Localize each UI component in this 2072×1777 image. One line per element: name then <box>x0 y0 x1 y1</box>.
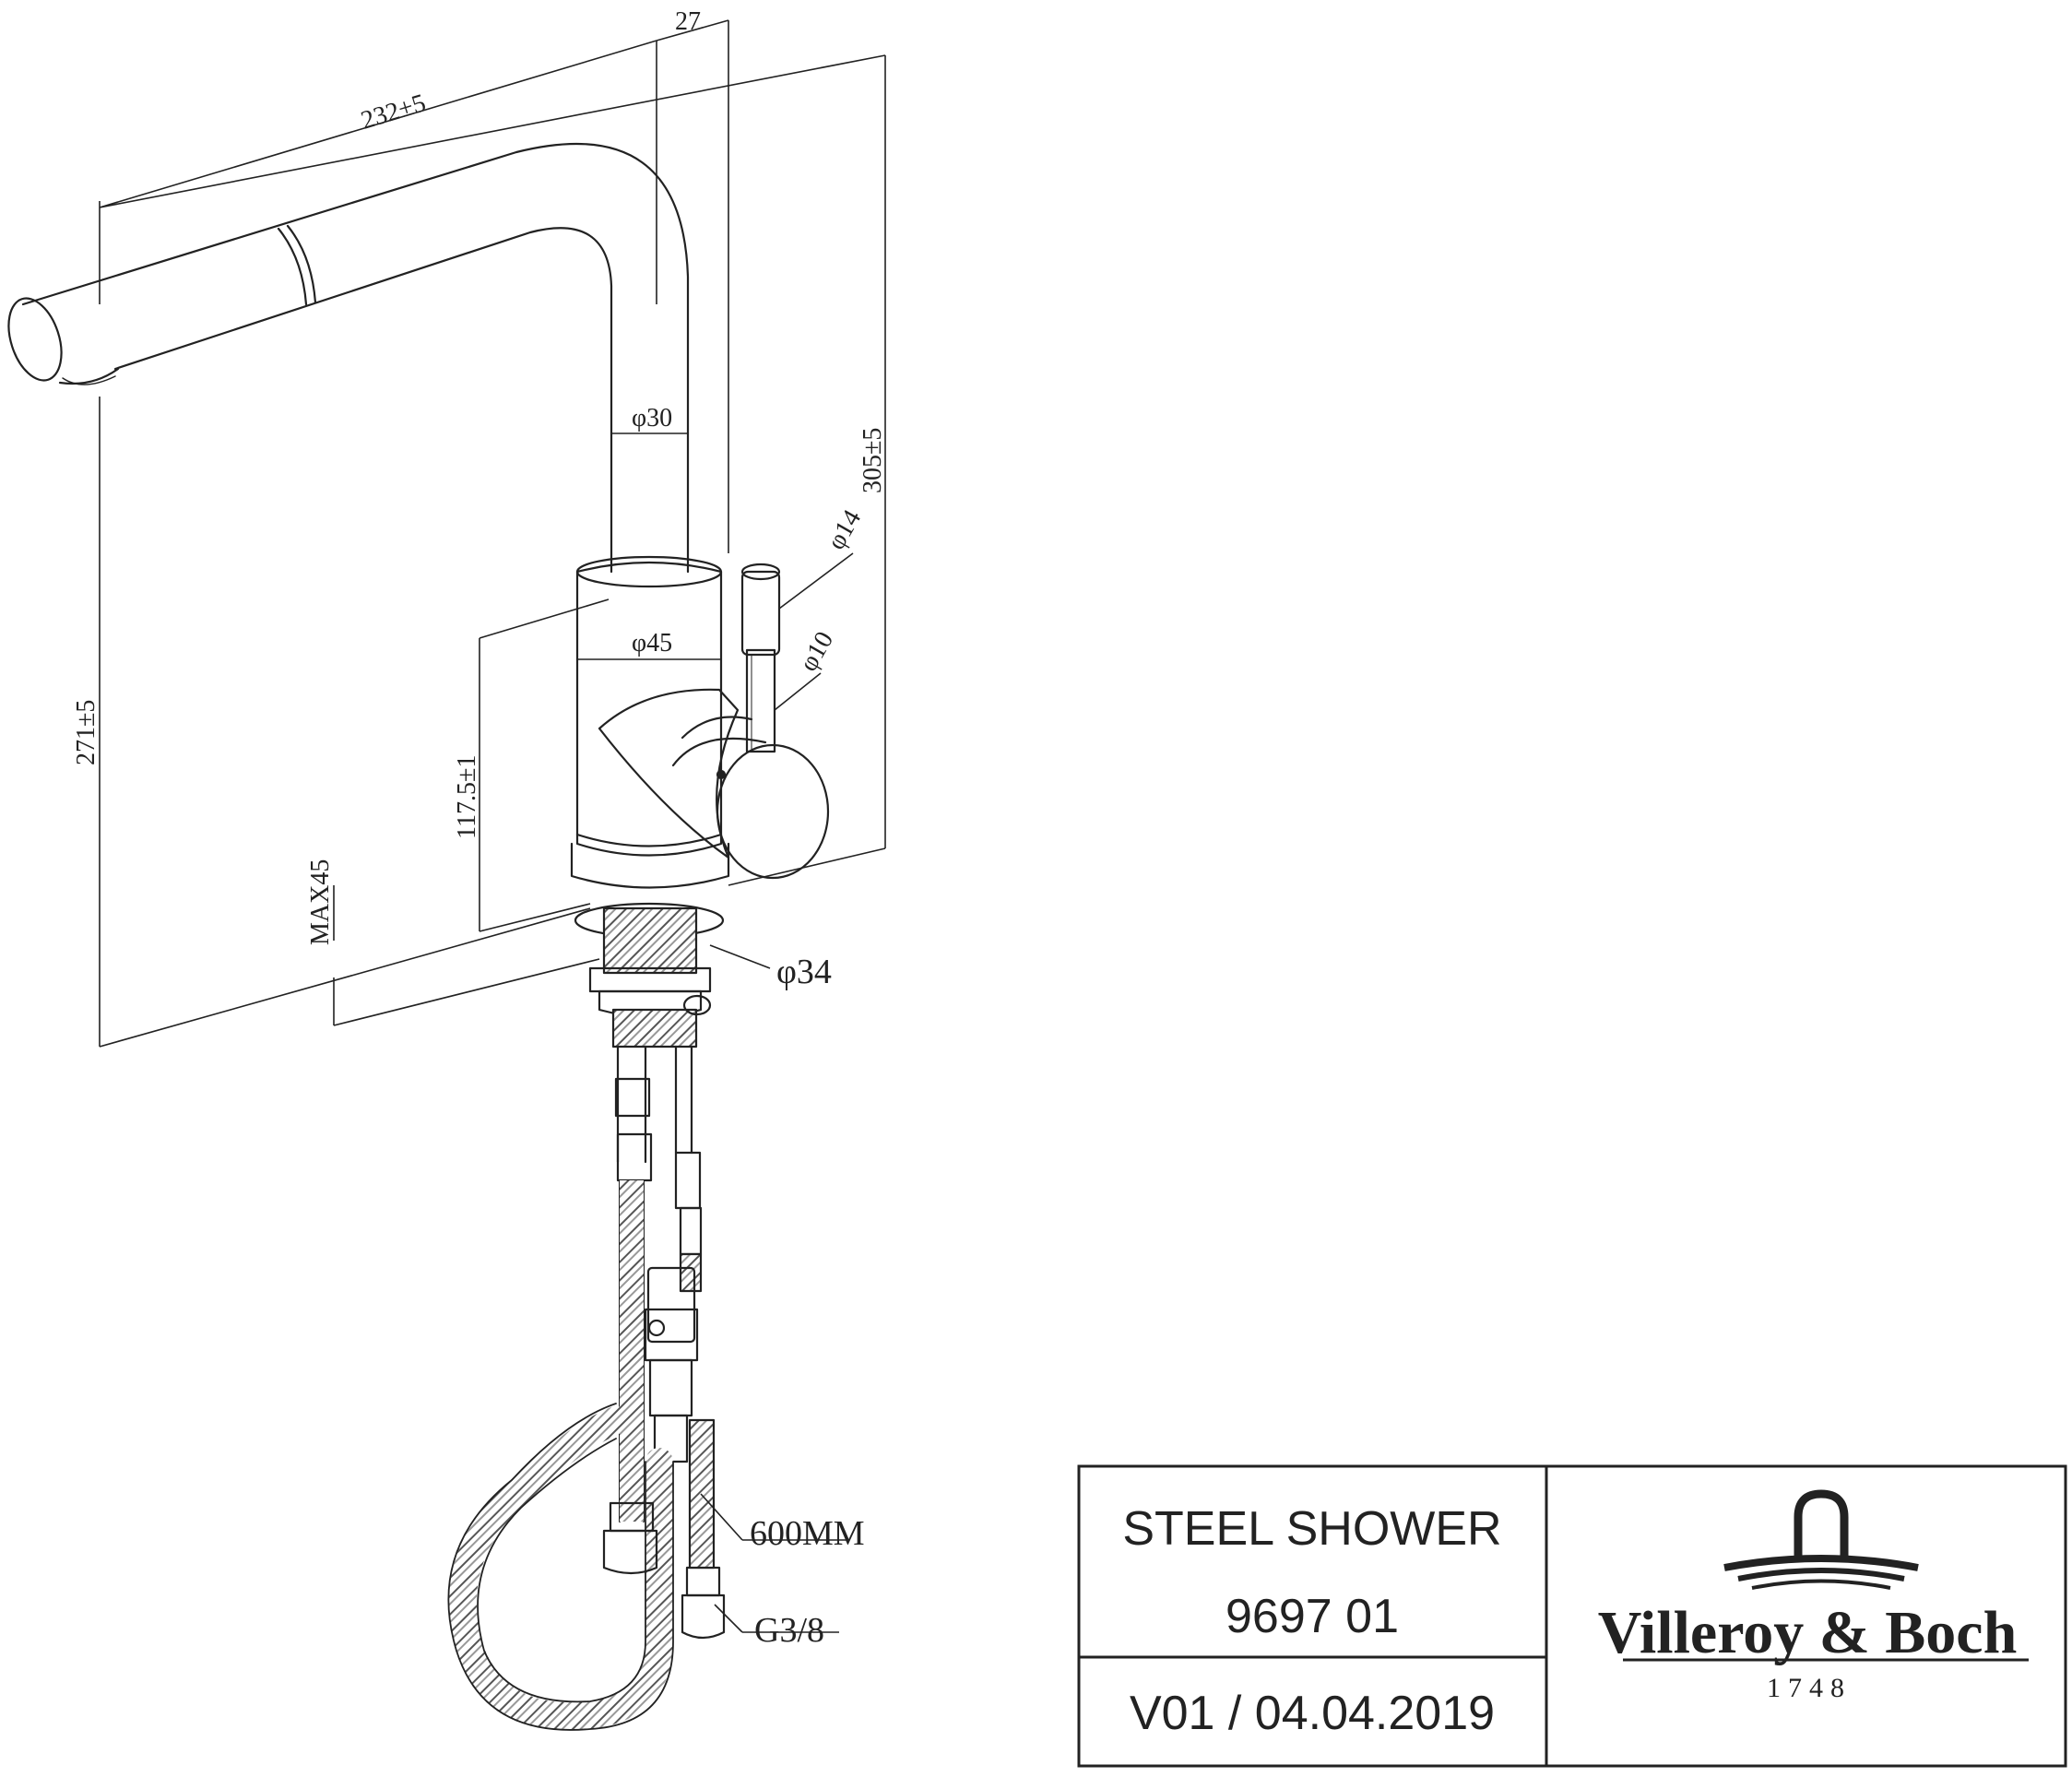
thread-shank <box>602 906 698 975</box>
lever-stem <box>745 648 776 753</box>
dim-max-thickness: MAX45 <box>306 859 335 945</box>
dimension-lines <box>99 19 886 1633</box>
brand-year: 1748 <box>1767 1673 1852 1703</box>
fitting-left-1 <box>614 1077 651 1118</box>
lever-top <box>740 570 781 657</box>
base-ring <box>570 842 730 889</box>
mounting-nut <box>588 966 712 993</box>
handle-knob <box>716 743 830 880</box>
product-name: STEEL SHOWER <box>1122 1502 1501 1556</box>
dim-connection-thread: G3/8 <box>754 1611 824 1650</box>
dim-lever-diameter: φ10 <box>794 627 839 677</box>
faucet-body <box>575 561 723 857</box>
lever-housing <box>598 688 740 859</box>
hose-nut-right <box>685 1566 721 1597</box>
brand-name: Villeroy & Boch <box>1598 1599 2018 1666</box>
spout-inner-line <box>113 227 613 574</box>
dim-spout-length: 232±5 <box>358 89 429 136</box>
shower-hose-loop <box>448 1406 673 1731</box>
dim-lever-top-diameter: φ14 <box>822 505 867 555</box>
spout-head <box>7 297 63 382</box>
supply-pipe-left <box>616 1045 647 1164</box>
dim-pipe-diameter: φ30 <box>632 404 672 432</box>
spout-outline <box>21 143 690 574</box>
dim-spout-height: 271±5 <box>72 700 101 765</box>
revision-date: V01 / 04.04.2019 <box>1130 1687 1495 1740</box>
title-block: STEEL SHOWER 9697 01 V01 / 04.04.2019 Vi… <box>1077 1464 2067 1768</box>
dim-total-height: 305±5 <box>858 428 887 493</box>
quick-coupling <box>646 1266 696 1344</box>
dim-hose-length: 600MM <box>750 1514 865 1553</box>
dim-body-diameter: φ45 <box>632 629 672 657</box>
dimension-labels: 232±5 27 305±5 271±5 117.5±1 MAX45 φ30 φ… <box>72 7 887 1650</box>
brand-logo: Villeroy & Boch 1748 <box>1598 1489 2029 1703</box>
spout-ring <box>277 227 308 306</box>
dim-body-height: 117.5±1 <box>453 755 481 839</box>
fitting-right-1 <box>674 1151 702 1210</box>
supply-pipe-right <box>674 1045 693 1155</box>
article-number: 9697 01 <box>1225 1590 1399 1643</box>
dim-thread-diameter: φ34 <box>776 953 832 991</box>
logo-arch-icon <box>1794 1489 1849 1558</box>
dim-top-offset: 27 <box>675 7 701 36</box>
fitting-right-2 <box>679 1206 703 1256</box>
faucet-drawing <box>7 143 830 1731</box>
